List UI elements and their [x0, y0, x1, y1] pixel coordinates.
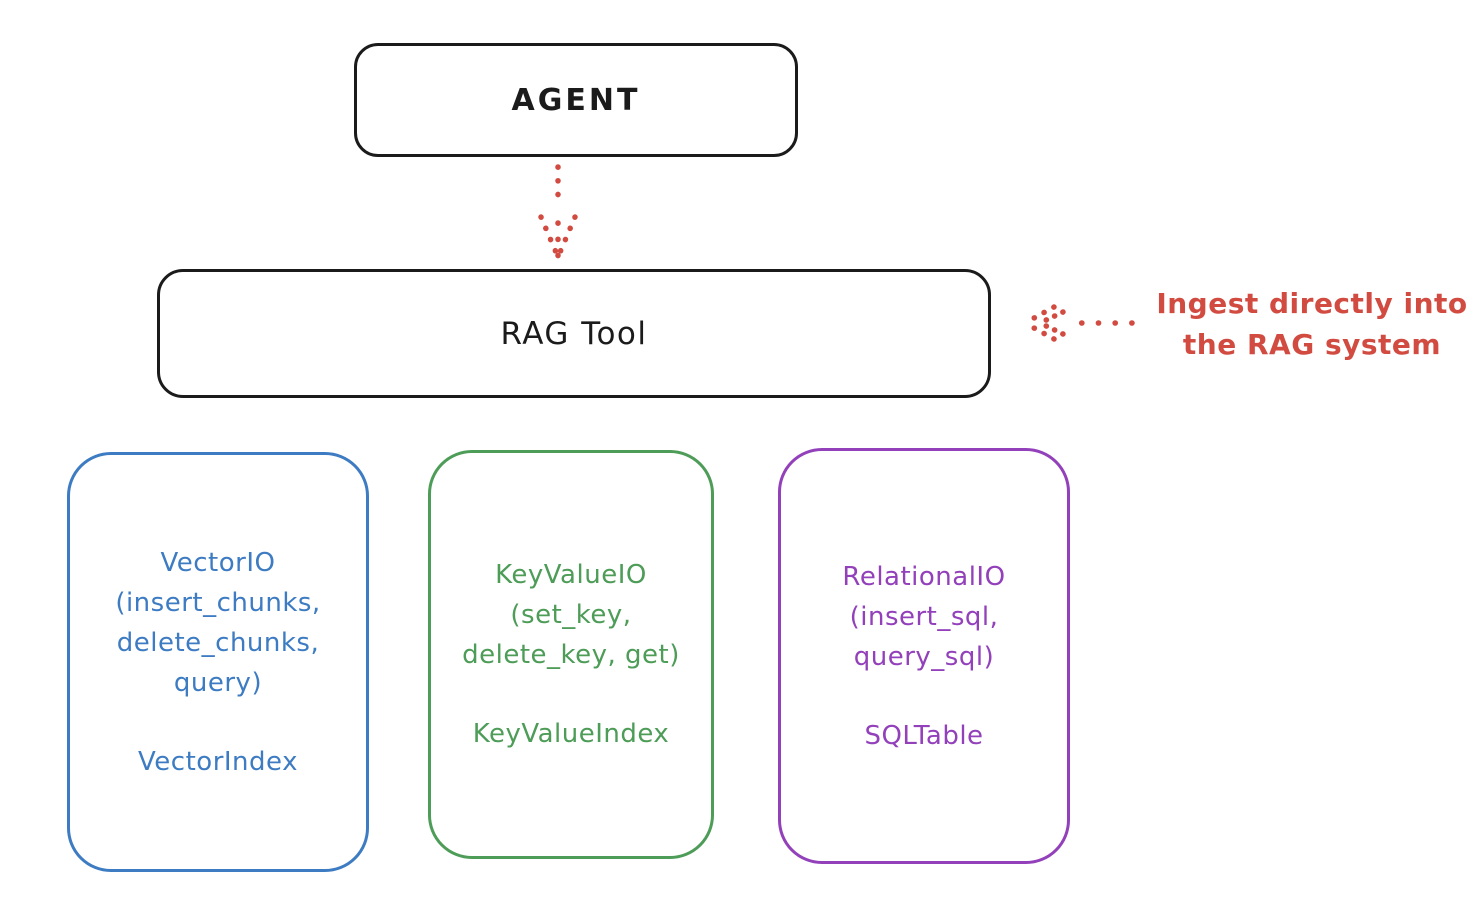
backend-index-label: KeyValueIndex — [472, 719, 670, 749]
ingest-annotation-line2: the RAG system — [1182, 328, 1442, 361]
agent-box: AGENT — [354, 43, 798, 157]
agent-box-label: AGENT — [511, 82, 641, 118]
ingest-annotation: Ingest directly into the RAG system — [1138, 283, 1484, 365]
rag-tool-box-label: RAG Tool — [500, 315, 648, 352]
backend-methods-line: (set_key, — [510, 600, 632, 630]
ingest-annotation-line1: Ingest directly into — [1156, 287, 1468, 320]
backend-methods-line: delete_key, get) — [462, 640, 680, 670]
annotation-dotted-arrow-icon — [1022, 304, 1135, 342]
backend-methods-line: delete_chunks, — [116, 627, 320, 658]
backend-methods-line: query) — [173, 667, 263, 698]
backend-title: RelationalIO — [842, 561, 1006, 592]
backend-title: VectorIO — [160, 547, 276, 578]
rag-tool-box: RAG Tool — [157, 269, 991, 398]
backend-box-relationalio: RelationalIO (insert_sql, query_sql) SQL… — [778, 448, 1070, 864]
backend-methods-line: (insert_sql, — [849, 601, 999, 632]
backend-methods-line: (insert_chunks, — [115, 587, 321, 618]
backend-index-label: SQLTable — [864, 720, 984, 751]
backend-methods-line: query_sql) — [853, 641, 995, 672]
agent-to-rag-dotted-arrow-icon — [538, 164, 578, 260]
backend-box-vectorio: VectorIO (insert_chunks, delete_chunks, … — [67, 452, 369, 872]
backend-title: KeyValueIO — [495, 560, 647, 590]
backend-index-label: VectorIndex — [138, 746, 298, 777]
backend-box-keyvalueio: KeyValueIO (set_key, delete_key, get) Ke… — [428, 450, 714, 859]
